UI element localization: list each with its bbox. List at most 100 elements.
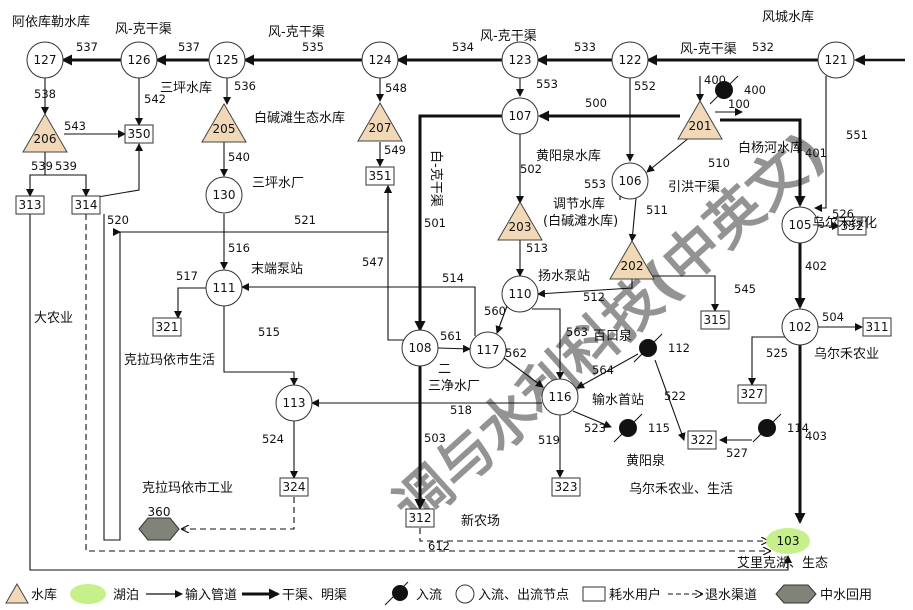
node-junction-126: 126 <box>120 41 158 79</box>
node-reuse-360: 360 <box>138 505 180 541</box>
node-reservoir-203: 203 <box>497 201 543 241</box>
edge-label-549: 549 <box>384 143 406 157</box>
edge-551 <box>814 76 827 212</box>
node-junction-105: 105 <box>781 206 819 244</box>
edge-label-503: 503 <box>424 431 446 445</box>
node-reservoir-201: 201 <box>677 100 723 140</box>
svg-text:323: 323 <box>555 480 578 494</box>
edge-label-523: 523 <box>584 421 606 435</box>
edge-label-522: 522 <box>664 389 686 403</box>
edge-label-524: 524 <box>262 432 284 446</box>
label-yangshui: 扬水泵站 <box>538 269 590 284</box>
svg-text:124: 124 <box>369 53 392 67</box>
label-baiyanghe: 白杨河水库 <box>738 140 803 156</box>
legend-return-label: 退水渠道 <box>705 588 757 603</box>
legend-main-label: 干渠、明渠 <box>282 588 347 603</box>
edge-label-402: 402 <box>805 259 827 273</box>
label-danongye: 大农业 <box>34 311 73 326</box>
node-junction-127: 127 <box>26 41 64 79</box>
svg-text:312: 312 <box>409 511 432 525</box>
svg-text:202: 202 <box>621 259 644 273</box>
svg-text:114: 114 <box>787 421 809 435</box>
edge-label-560: 560 <box>484 304 506 318</box>
edges-layer <box>26 54 905 571</box>
edge-label-511: 511 <box>646 203 668 217</box>
svg-text:314: 314 <box>75 198 98 212</box>
label-kelamayi-life: 克拉玛依市生活 <box>124 352 215 368</box>
svg-text:352: 352 <box>841 219 864 233</box>
edge-label-561: 561 <box>440 329 462 343</box>
label-yinhong: 引洪干渠 <box>668 180 720 195</box>
label-baikou: 百口泉 <box>593 328 632 344</box>
edge-523 <box>572 410 612 428</box>
edge-564 <box>576 353 639 389</box>
node-junction-111: 111 <box>205 269 243 307</box>
edge-label-540: 540 <box>228 150 250 164</box>
node-user-315: 315 <box>700 310 730 330</box>
node-reservoir-207: 207 <box>357 102 403 142</box>
node-user-314: 314 <box>71 195 101 215</box>
svg-text:106: 106 <box>619 174 642 188</box>
svg-text:321: 321 <box>156 320 179 334</box>
edge-515 <box>223 306 298 386</box>
edge-521-riser <box>120 185 392 233</box>
svg-text:327: 327 <box>741 387 764 401</box>
edge-label-537: 537 <box>178 40 200 54</box>
svg-text:110: 110 <box>509 287 532 301</box>
edge-label-551: 551 <box>846 128 868 142</box>
legend-reservoir-label: 水库 <box>31 587 57 603</box>
svg-text:324: 324 <box>283 480 306 494</box>
node-user-323: 323 <box>551 477 581 497</box>
edge-label-562: 562 <box>505 346 527 360</box>
label-xinnongchang: 新农场 <box>461 513 500 529</box>
svg-text:102: 102 <box>789 320 812 334</box>
node-junction-124: 124 <box>361 41 399 79</box>
label-erji-1: 二 <box>438 362 451 377</box>
edge-324-360 <box>182 497 295 529</box>
edge-label-533: 533 <box>574 40 596 54</box>
edge-label-510: 510 <box>708 156 730 170</box>
edge-label-500: 500 <box>585 96 607 110</box>
edge-label-538: 538 <box>34 87 56 101</box>
edge-562 <box>503 357 544 388</box>
edge-label-539: 539 <box>31 159 53 173</box>
svg-text:400: 400 <box>744 83 766 97</box>
node-user-311: 311 <box>862 317 892 337</box>
svg-text:313: 313 <box>19 198 42 212</box>
edge-label-547: 547 <box>362 255 384 269</box>
label-wuerhe-agri: 乌尔禾农业 <box>814 346 879 362</box>
label-wuerhe-agri-life: 乌尔禾农业、生活 <box>629 481 733 497</box>
node-inflow-112: 112 <box>633 333 690 363</box>
edge-label-401: 401 <box>805 146 827 160</box>
edge-539 <box>26 152 46 197</box>
edge-label-543: 543 <box>64 119 86 133</box>
edge-501 <box>414 114 502 332</box>
edge-520-riser <box>103 214 121 541</box>
svg-text:107: 107 <box>509 109 532 123</box>
edge-label-400: 400 <box>704 73 726 87</box>
label-erji-2: 三净水厂 <box>428 379 480 394</box>
svg-text:207: 207 <box>369 121 392 135</box>
edge-517 <box>174 287 206 319</box>
node-junction-123: 123 <box>501 41 539 79</box>
label-feng-ke-4: 风-克干渠 <box>680 42 737 57</box>
svg-text:112: 112 <box>668 341 690 355</box>
label-bai-ke: 白-克干渠 <box>428 150 444 207</box>
legend-reuse-label: 中水回用 <box>820 588 872 603</box>
edge-label-553: 553 <box>584 177 606 191</box>
edge-label-537: 537 <box>76 40 98 54</box>
label-ayiku: 阿依库勒水库 <box>12 14 90 30</box>
edge-label-525: 525 <box>766 346 788 360</box>
edge-514 <box>241 283 476 336</box>
label-huangyangquan: 黄阳泉 <box>626 453 665 469</box>
edge-label-515: 515 <box>258 325 280 339</box>
svg-text:103: 103 <box>777 534 800 548</box>
node-junction-106: 106 <box>611 162 649 200</box>
legend-pipe-label: 输入管道 <box>185 587 237 603</box>
edge-label-612: 612 <box>428 539 450 553</box>
labels-layer: 5325335345355375375514015264025045254035… <box>31 40 868 553</box>
svg-text:360: 360 <box>148 505 171 519</box>
edge-510 <box>646 136 691 173</box>
edge-label-535: 535 <box>302 40 324 54</box>
